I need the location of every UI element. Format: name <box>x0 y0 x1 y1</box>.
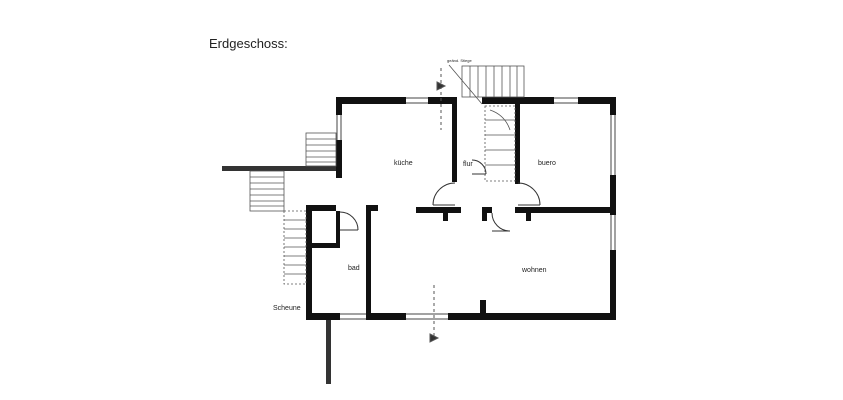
exterior-walls <box>306 97 616 320</box>
room-label-flur: flur <box>463 161 473 168</box>
plan-title: Erdgeschoss: <box>209 36 288 51</box>
room-label-buero: buero <box>538 160 556 167</box>
terrace-slab <box>222 166 336 384</box>
interior-stairs <box>448 64 525 182</box>
stair-annotation: geänd. Stiege <box>447 58 472 63</box>
room-label-wohnen: wohnen <box>521 267 547 274</box>
doors <box>339 159 541 232</box>
exterior-stairs <box>249 132 337 285</box>
room-label-scheune: Scheune <box>273 305 301 312</box>
interior-walls <box>312 97 616 315</box>
windows <box>336 97 616 320</box>
room-label-bad: bad <box>348 265 360 272</box>
section-markers <box>429 68 447 343</box>
room-label-kueche: küche <box>394 160 413 167</box>
